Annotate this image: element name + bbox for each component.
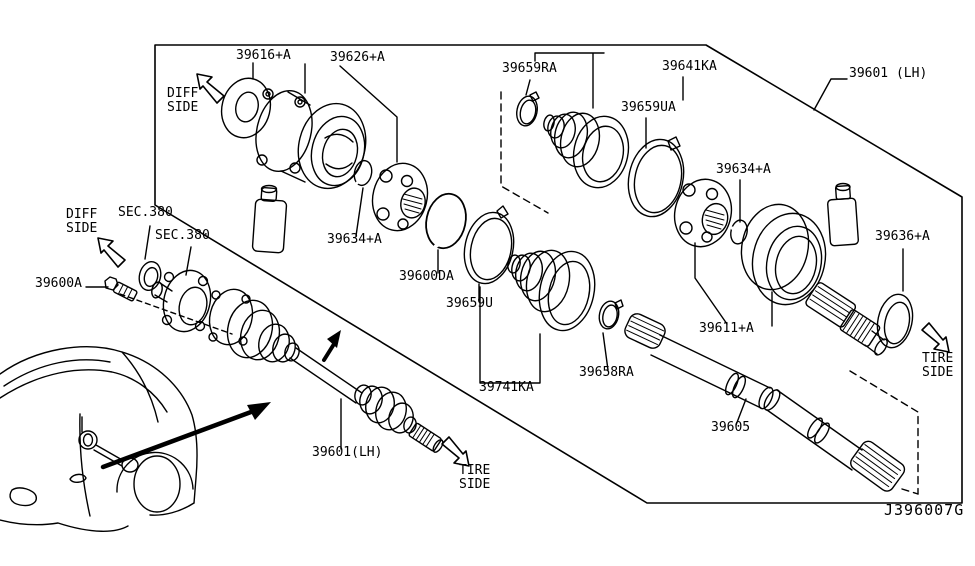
part-label-39641ka: 39641KA xyxy=(662,59,717,74)
car-to-diagram-arrow xyxy=(103,402,271,467)
flange-bolt-39600a xyxy=(105,277,138,301)
part-label-39605: 39605 xyxy=(711,420,751,435)
diff-side-arrow-left xyxy=(98,238,125,267)
frame-border xyxy=(155,45,962,503)
part-label-sec380-2: SEC.380 xyxy=(155,228,210,243)
diff-side-marker-left: DIFF SIDE xyxy=(66,207,98,236)
part-label-39611a: 39611+A xyxy=(699,321,754,336)
gasket-39616 xyxy=(215,73,276,143)
part-label-39601-lh-bottom: 39601(LH) xyxy=(312,445,383,460)
assembly-direction-arrow xyxy=(324,330,341,360)
cv-housing-39611 xyxy=(734,198,890,357)
tire-side-arrow-right xyxy=(922,323,949,352)
tire-side-arrow-bottom xyxy=(442,437,469,466)
drawing-code: J396007G xyxy=(884,501,965,519)
snap-ring-39634-right xyxy=(729,219,750,246)
shaft-39605 xyxy=(622,311,776,411)
part-label-39600da: 39600DA xyxy=(399,269,454,284)
part-label-39741ka: 39741KA xyxy=(479,380,534,395)
boot-band-39659ua xyxy=(621,134,690,222)
boot-39741ka xyxy=(506,246,601,335)
part-label-39659ra: 39659RA xyxy=(502,61,557,76)
spider-joint-39611 xyxy=(668,173,739,253)
snap-ring-39634-left xyxy=(352,159,374,187)
diff-side-arrow-top xyxy=(197,74,224,103)
part-label-39634a-left: 39634+A xyxy=(327,232,382,247)
driveshaft-assembly-39601 xyxy=(204,285,445,454)
direction-arrows xyxy=(98,74,949,466)
circlip-39600da xyxy=(421,190,471,252)
tire-side-marker-right: TIRE SIDE xyxy=(922,351,954,380)
part-label-39626a: 39626+A xyxy=(330,50,385,65)
leader-lines xyxy=(86,53,903,449)
part-label-39601-lh-top: 39601 (LH) xyxy=(849,66,928,81)
dashed-group-lines xyxy=(501,92,918,494)
part-label-sec380-1: SEC.380 xyxy=(118,205,173,220)
boot-clamp-39659ra xyxy=(514,92,540,128)
companion-flange-39626 xyxy=(248,85,375,196)
part-label-39659ua: 39659UA xyxy=(621,100,676,115)
part-label-39634a-right: 39634+A xyxy=(716,162,771,177)
boot-band-39659u xyxy=(458,206,520,288)
shaft-extension-39605 xyxy=(761,387,907,493)
part-label-39659u: 39659U xyxy=(446,296,493,311)
spider-joint-39626 xyxy=(366,157,435,236)
grease-tube-right xyxy=(827,184,858,246)
car-rear-quarter-illustration xyxy=(0,347,197,532)
dashed-axis-line xyxy=(120,294,232,334)
tire-side-marker-bottom: TIRE SIDE xyxy=(459,463,491,492)
grease-tube-left xyxy=(252,186,287,254)
oil-seal-sec380 xyxy=(136,259,163,292)
washer-39636 xyxy=(873,291,917,351)
boot-upper-39741ka xyxy=(542,109,634,193)
part-label-39616a: 39616+A xyxy=(236,48,291,63)
part-label-39658ra: 39658RA xyxy=(579,365,634,380)
part-label-39636a: 39636+A xyxy=(875,229,930,244)
diff-side-marker-top: DIFF SIDE xyxy=(167,86,199,115)
side-flange-sec380 xyxy=(150,265,217,336)
part-label-39600a: 39600A xyxy=(35,276,82,291)
boot-clamp-39658ra xyxy=(597,299,623,330)
